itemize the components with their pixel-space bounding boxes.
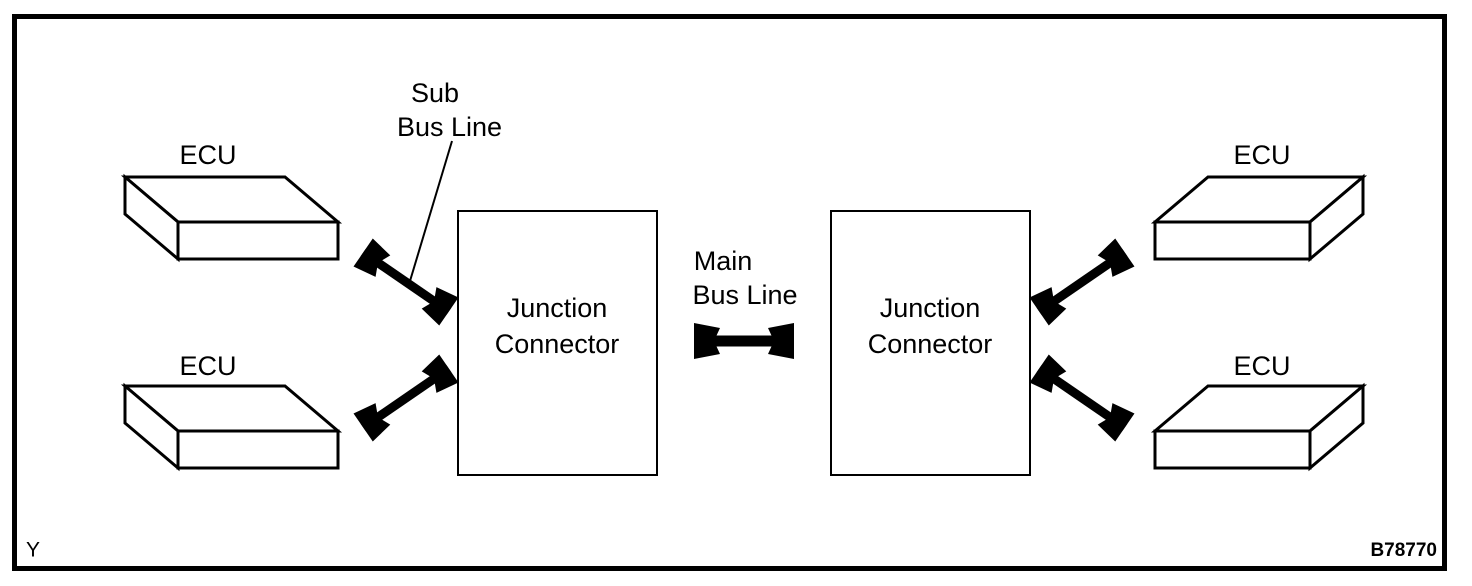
sub-bus-line-leader xyxy=(409,140,453,282)
junction-connector-left-line1: Junction xyxy=(507,293,608,323)
ecu-top-left xyxy=(120,173,343,263)
arrow-shaft xyxy=(360,364,452,432)
arrow-head-end xyxy=(1097,238,1135,277)
arrow-shaft xyxy=(694,335,794,347)
main-bus-line-label-line2: Bus Line xyxy=(692,280,797,310)
junction-connector-right-line1: Junction xyxy=(880,293,981,323)
sub-bus-line-label-line1: Sub xyxy=(411,78,459,108)
ecu-top-right xyxy=(1150,173,1368,263)
arrow-head-start xyxy=(353,238,391,277)
ecu-front-face xyxy=(176,220,340,261)
ecu-side-face xyxy=(1308,173,1365,263)
junction-connector-right-line2: Connector xyxy=(868,329,993,359)
arrow-head-end xyxy=(1097,403,1135,442)
ecu-side-face xyxy=(123,173,180,263)
arrow-ecu-top-left-to-junction-left xyxy=(353,238,459,326)
ecu-side-face xyxy=(1308,382,1365,472)
arrow-junction-right-to-ecu-top-right xyxy=(1029,238,1135,326)
arrow-head-start xyxy=(694,323,720,359)
junction-connector-left-line2: Connector xyxy=(495,329,620,359)
ecu-top-right-label: ECU xyxy=(1233,140,1290,170)
junction-connector-right xyxy=(830,210,1031,476)
arrow-head-start xyxy=(1029,287,1067,326)
ecu-bottom-left-label: ECU xyxy=(179,351,236,381)
diagram-frame xyxy=(12,14,1447,571)
sub-bus-line-label-line2: Bus Line xyxy=(397,112,502,142)
arrow-head-start xyxy=(353,403,391,442)
ecu-bottom-right-label: ECU xyxy=(1233,351,1290,381)
arrow-junction-left-to-junction-right xyxy=(694,323,794,359)
arrow-ecu-bottom-left-to-junction-left xyxy=(353,354,459,442)
ecu-front-face xyxy=(1153,429,1312,470)
arrow-shaft xyxy=(1036,248,1128,316)
ecu-bottom-left xyxy=(120,382,343,472)
arrow-head-end xyxy=(768,323,794,359)
arrow-junction-right-to-ecu-bottom-right xyxy=(1029,354,1135,442)
figure-reference-code: B78770 xyxy=(1370,540,1437,561)
junction-connector-left xyxy=(457,210,658,476)
ecu-front-face xyxy=(176,429,340,470)
corner-mark-bottom-left: Y xyxy=(26,539,40,562)
main-bus-line-label-line1: Main xyxy=(694,246,753,276)
arrow-shaft xyxy=(1036,364,1128,432)
ecu-bottom-right xyxy=(1150,382,1368,472)
arrow-head-end xyxy=(421,287,459,326)
ecu-top-left-label: ECU xyxy=(179,140,236,170)
ecu-side-face xyxy=(123,382,180,472)
arrow-head-end xyxy=(421,354,459,393)
arrow-head-start xyxy=(1029,354,1067,393)
ecu-front-face xyxy=(1153,220,1312,261)
arrow-shaft xyxy=(360,248,452,316)
